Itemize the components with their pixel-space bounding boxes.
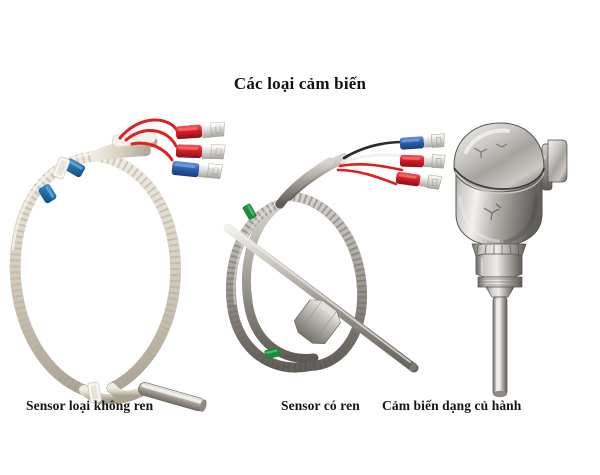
middle-terminal-red-1 (399, 154, 446, 169)
middle-sensor-illustration (218, 133, 448, 390)
left-sensor-illustration (0, 118, 250, 412)
middle-terminal-red-2 (395, 171, 443, 190)
right-head-logo-mark (483, 203, 502, 221)
middle-cable-loop (225, 191, 368, 373)
caption-right-sensor: Cảm biến dạng củ hành (382, 398, 522, 413)
middle-lead-wires (336, 140, 408, 186)
right-threaded-neck (475, 253, 523, 288)
right-probe-stem (492, 296, 508, 398)
caption-middle-sensor: Sensor có ren (281, 398, 360, 413)
left-cable-loop (9, 150, 182, 396)
left-marker-blue-1 (38, 184, 57, 204)
middle-cable-upper (275, 153, 349, 209)
left-probe-tip (138, 382, 207, 412)
left-terminal-blue (171, 161, 223, 180)
middle-terminal-blue (399, 133, 445, 150)
left-cable-tie-bottom (87, 381, 102, 404)
left-lead-wires (118, 118, 180, 162)
right-head-cap-screws (473, 143, 508, 158)
figure-title: Các loại cảm biến (233, 74, 367, 93)
right-probe-shoulder (485, 286, 515, 298)
left-terminal-red-2 (175, 144, 226, 160)
caption-left-sensor: Sensor loại không ren (26, 398, 154, 413)
right-sensor-illustration (438, 122, 588, 402)
right-head-base (471, 243, 527, 257)
left-cable-tie-top (52, 156, 71, 180)
middle-marker-green-1 (242, 203, 257, 220)
middle-probe-rod (223, 223, 419, 373)
left-probe-lead (79, 383, 145, 405)
left-terminal-red-1 (175, 121, 225, 140)
middle-marker-green-2 (264, 347, 281, 359)
middle-hex-fitting (293, 299, 341, 345)
right-head-body (453, 122, 545, 247)
